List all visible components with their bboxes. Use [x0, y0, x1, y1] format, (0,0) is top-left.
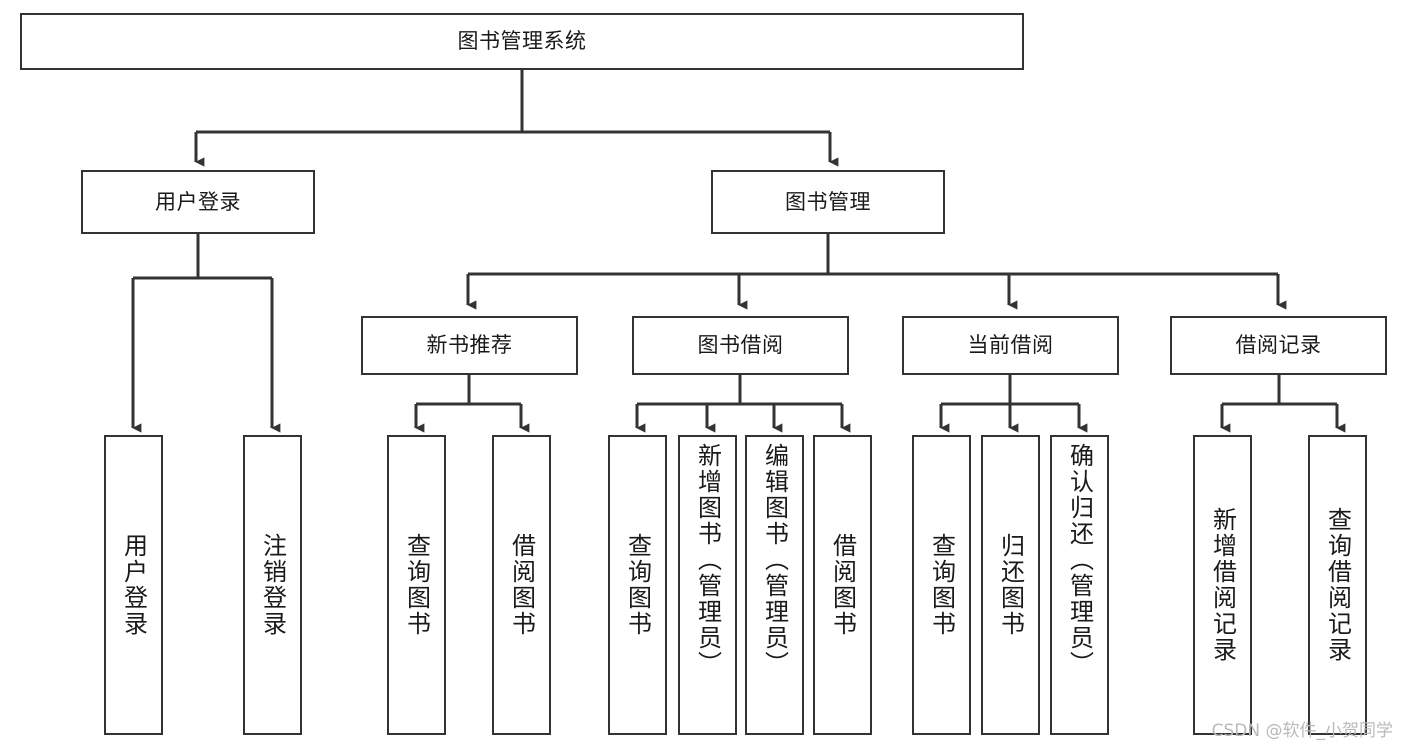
leaf-borrow-book-label: 借阅图书: [828, 533, 857, 637]
node-borrow-record[interactable]: 借阅记录: [1170, 316, 1387, 375]
leaf-add-borrow-record[interactable]: 新增借阅记录: [1193, 435, 1252, 735]
node-book-borrow-label: 图书借阅: [697, 333, 784, 358]
leaf-query-book-current-label: 查询图书: [927, 533, 956, 637]
node-root-label: 图书管理系统: [457, 29, 587, 54]
leaf-user-login-label: 用户登录: [119, 533, 148, 637]
leaf-borrow-book-recommend-label: 借阅图书: [507, 533, 536, 637]
leaf-query-book-borrow[interactable]: 查询图书: [608, 435, 667, 735]
leaf-add-borrow-record-label: 新增借阅记录: [1208, 507, 1237, 663]
leaf-return-book[interactable]: 归还图书: [981, 435, 1040, 735]
leaf-query-book-current[interactable]: 查询图书: [912, 435, 971, 735]
leaf-add-book[interactable]: 新增图书（管理员）: [678, 435, 737, 735]
leaf-confirm-return-label: 确认归还（管理员）: [1065, 443, 1094, 677]
node-borrow-record-label: 借阅记录: [1235, 333, 1322, 358]
node-book-manage-label: 图书管理: [785, 189, 871, 214]
leaf-confirm-return[interactable]: 确认归还（管理员）: [1050, 435, 1109, 735]
node-user-login[interactable]: 用户登录: [81, 170, 315, 234]
leaf-borrow-book[interactable]: 借阅图书: [813, 435, 872, 735]
node-current-borrow[interactable]: 当前借阅: [902, 316, 1119, 375]
leaf-edit-book[interactable]: 编辑图书（管理员）: [745, 435, 804, 735]
leaf-edit-book-label: 编辑图书（管理员）: [760, 443, 789, 677]
leaf-query-book-borrow-label: 查询图书: [623, 533, 652, 637]
leaf-return-book-label: 归还图书: [996, 533, 1025, 637]
node-new-book-recommend-label: 新书推荐: [426, 333, 513, 358]
csdn-watermark: CSDN @软件_小贺同学: [1211, 721, 1393, 741]
leaf-user-login[interactable]: 用户登录: [104, 435, 163, 735]
leaf-add-book-label: 新增图书（管理员）: [693, 443, 722, 677]
node-book-manage[interactable]: 图书管理: [711, 170, 945, 234]
leaf-logout[interactable]: 注销登录: [243, 435, 302, 735]
node-new-book-recommend[interactable]: 新书推荐: [361, 316, 578, 375]
leaf-query-borrow-record-label: 查询借阅记录: [1323, 507, 1352, 663]
leaf-query-book-recommend[interactable]: 查询图书: [387, 435, 446, 735]
leaf-logout-label: 注销登录: [258, 533, 287, 637]
leaf-query-book-recommend-label: 查询图书: [402, 533, 431, 637]
leaf-query-borrow-record[interactable]: 查询借阅记录: [1308, 435, 1367, 735]
node-current-borrow-label: 当前借阅: [967, 333, 1054, 358]
leaf-borrow-book-recommend[interactable]: 借阅图书: [492, 435, 551, 735]
node-book-borrow[interactable]: 图书借阅: [632, 316, 849, 375]
node-root[interactable]: 图书管理系统: [20, 13, 1024, 70]
node-user-login-label: 用户登录: [155, 189, 241, 214]
